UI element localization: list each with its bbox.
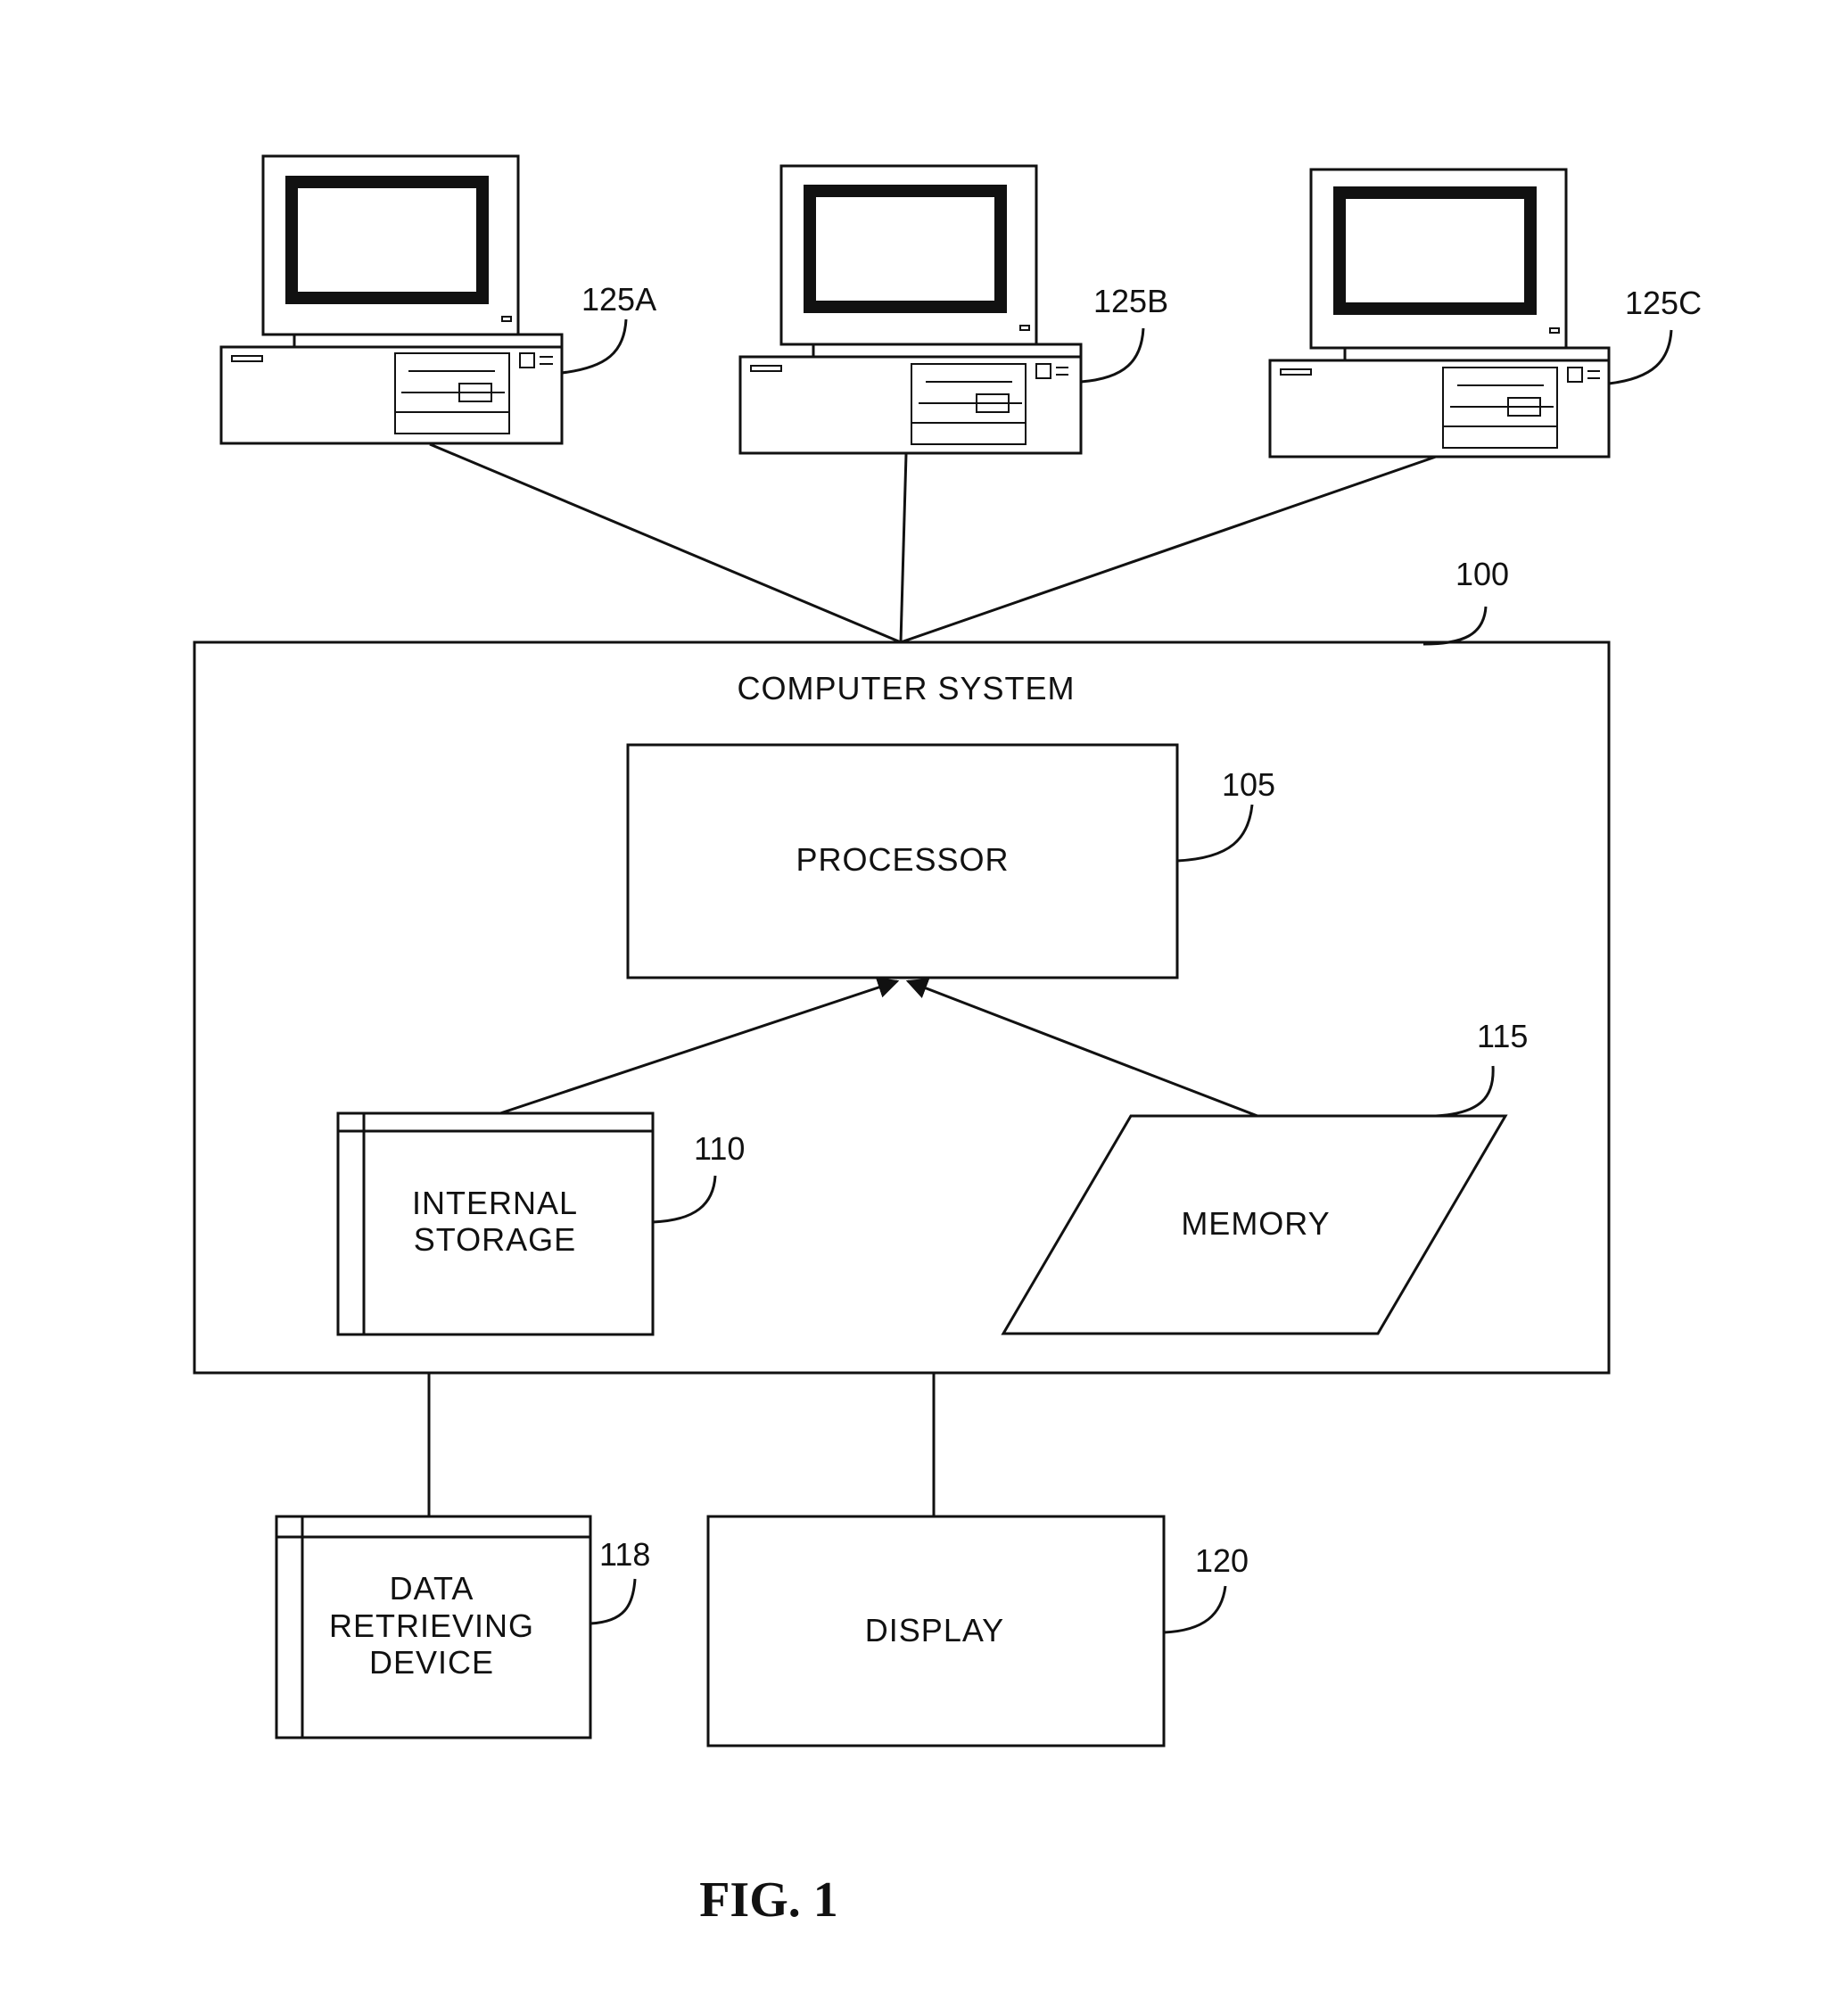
- memory-label: MEMORY: [1181, 1205, 1330, 1242]
- leader-line: [1164, 1586, 1225, 1632]
- leader-line: [1423, 607, 1486, 644]
- internal-storage-label-line1: INTERNAL: [412, 1185, 578, 1221]
- processor-label: PROCESSOR: [796, 841, 1009, 878]
- data-retrieving-device-box: DATA RETRIEVING DEVICE 118: [276, 1516, 650, 1738]
- terminal-125c: 125C: [1270, 169, 1702, 457]
- display-box: DISPLAY 120: [708, 1516, 1249, 1746]
- processor-box: PROCESSOR 105: [628, 745, 1275, 978]
- connector-125a: [430, 444, 901, 642]
- ref-105: 105: [1222, 766, 1275, 803]
- ref-100: 100: [1455, 556, 1509, 592]
- computer-icon: [221, 156, 562, 443]
- ref-120: 120: [1195, 1542, 1249, 1579]
- ref-115: 115: [1477, 1018, 1528, 1054]
- display-label: DISPLAY: [865, 1612, 1004, 1648]
- network-connections: [430, 444, 1436, 642]
- leader-line: [1081, 328, 1143, 382]
- computer-icon: [740, 166, 1081, 453]
- ref-125b: 125B: [1093, 283, 1168, 319]
- computer-icon: [1270, 169, 1609, 457]
- leader-line: [562, 319, 626, 373]
- leader-line: [1609, 330, 1671, 384]
- ref-125c: 125C: [1625, 285, 1702, 321]
- data-device-label-line1: DATA: [390, 1570, 474, 1607]
- terminal-125b: 125B: [740, 166, 1168, 453]
- terminal-125a: 125A: [221, 156, 656, 443]
- connector-125b: [901, 454, 906, 642]
- ref-110: 110: [694, 1130, 745, 1167]
- figure-caption: FIG. 1: [699, 1872, 838, 1928]
- leader-line: [590, 1579, 635, 1624]
- data-device-label-line2: RETRIEVING: [329, 1607, 534, 1644]
- computer-system-label: COMPUTER SYSTEM: [737, 670, 1075, 706]
- connector-125c: [901, 457, 1436, 642]
- ref-118: 118: [599, 1536, 650, 1573]
- internal-storage-label-line2: STORAGE: [414, 1221, 576, 1258]
- ref-125a: 125A: [581, 281, 656, 318]
- data-device-label-line3: DEVICE: [369, 1644, 494, 1681]
